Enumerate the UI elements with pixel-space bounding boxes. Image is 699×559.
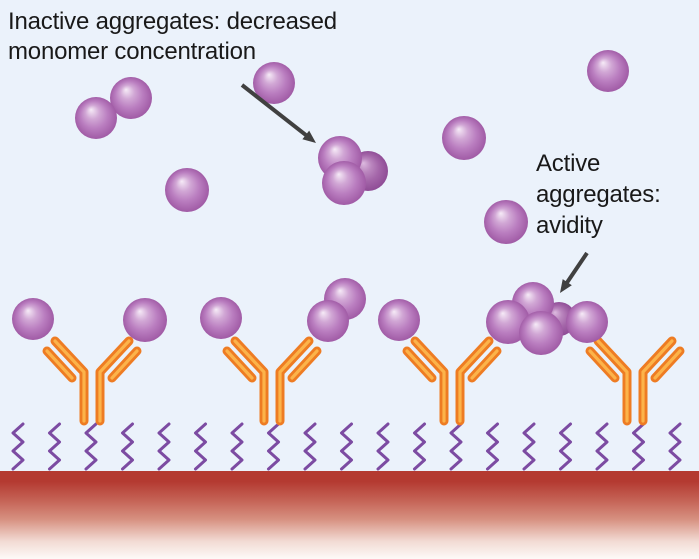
bound-monomer-sphere (378, 299, 420, 341)
inactive-label-line2: monomer concentration (8, 38, 256, 65)
bound-monomer-sphere (123, 298, 167, 342)
arrow-head-icon (560, 279, 572, 293)
arrow-head-icon (302, 130, 316, 143)
antibody-layer (42, 336, 685, 426)
active-label-line1: Active (536, 150, 601, 177)
antibody-icon (222, 336, 322, 426)
inactive-trimer-sphere (322, 161, 366, 205)
zigzag-chain-icon (632, 422, 645, 471)
zigzag-chain-icon (413, 422, 426, 471)
antibody-icon (402, 336, 502, 426)
zigzag-chain-icon (522, 422, 536, 471)
free-monomer-sphere (484, 200, 528, 244)
active-cluster-sphere (566, 301, 608, 343)
zigzag-chain-icon (121, 422, 134, 471)
zigzag-chain-icon (84, 422, 98, 471)
zigzag-chain-icon (486, 422, 499, 471)
free-dimer-sphere (110, 77, 152, 119)
free-monomer-sphere (587, 50, 629, 92)
free-monomer-sphere (253, 62, 295, 104)
active-label-line3: avidity (536, 212, 603, 239)
zigzag-chain-icon (267, 422, 280, 471)
free-monomer-sphere (442, 116, 486, 160)
arrow-line (563, 251, 589, 287)
zigzag-chain-icon (11, 422, 25, 471)
zigzag-chain-icon (194, 422, 207, 471)
bound-monomer-sphere (200, 297, 242, 339)
zigzag-chain-icon (340, 422, 353, 471)
zigzag-chain-icon (376, 422, 390, 471)
inactive-label-line1: Inactive aggregates: decreased (8, 8, 337, 35)
antibody-icon (42, 336, 142, 426)
zigzag-chain-icon (559, 422, 572, 471)
zigzag-chain-icon (668, 422, 682, 471)
free-dimer-sphere (75, 97, 117, 139)
zigzag-chain-icon (48, 422, 61, 471)
zigzag-chain-icon (230, 422, 244, 471)
bound-monomer-sphere (12, 298, 54, 340)
polymer-brush-zigzags (11, 422, 682, 471)
free-monomer-sphere (165, 168, 209, 212)
arrow-line (240, 83, 311, 140)
annotation-arrows (240, 83, 589, 293)
zigzag-chain-icon (303, 422, 317, 471)
active-aggregates-label: Active aggregates: avidity (536, 148, 661, 241)
sensor-surface (0, 471, 699, 559)
zigzag-chain-icon (157, 422, 171, 471)
inactive-aggregates-label: Inactive aggregates: decreased monomer c… (8, 7, 337, 67)
protein-spheres-layer (12, 50, 629, 355)
active-label-line2: aggregates: (536, 181, 661, 208)
active-cluster-sphere (519, 311, 563, 355)
antibody-icon (585, 336, 685, 426)
bound-dimer-sphere (307, 300, 349, 342)
zigzag-chain-icon (449, 422, 463, 471)
zigzag-chain-icon (595, 422, 609, 471)
